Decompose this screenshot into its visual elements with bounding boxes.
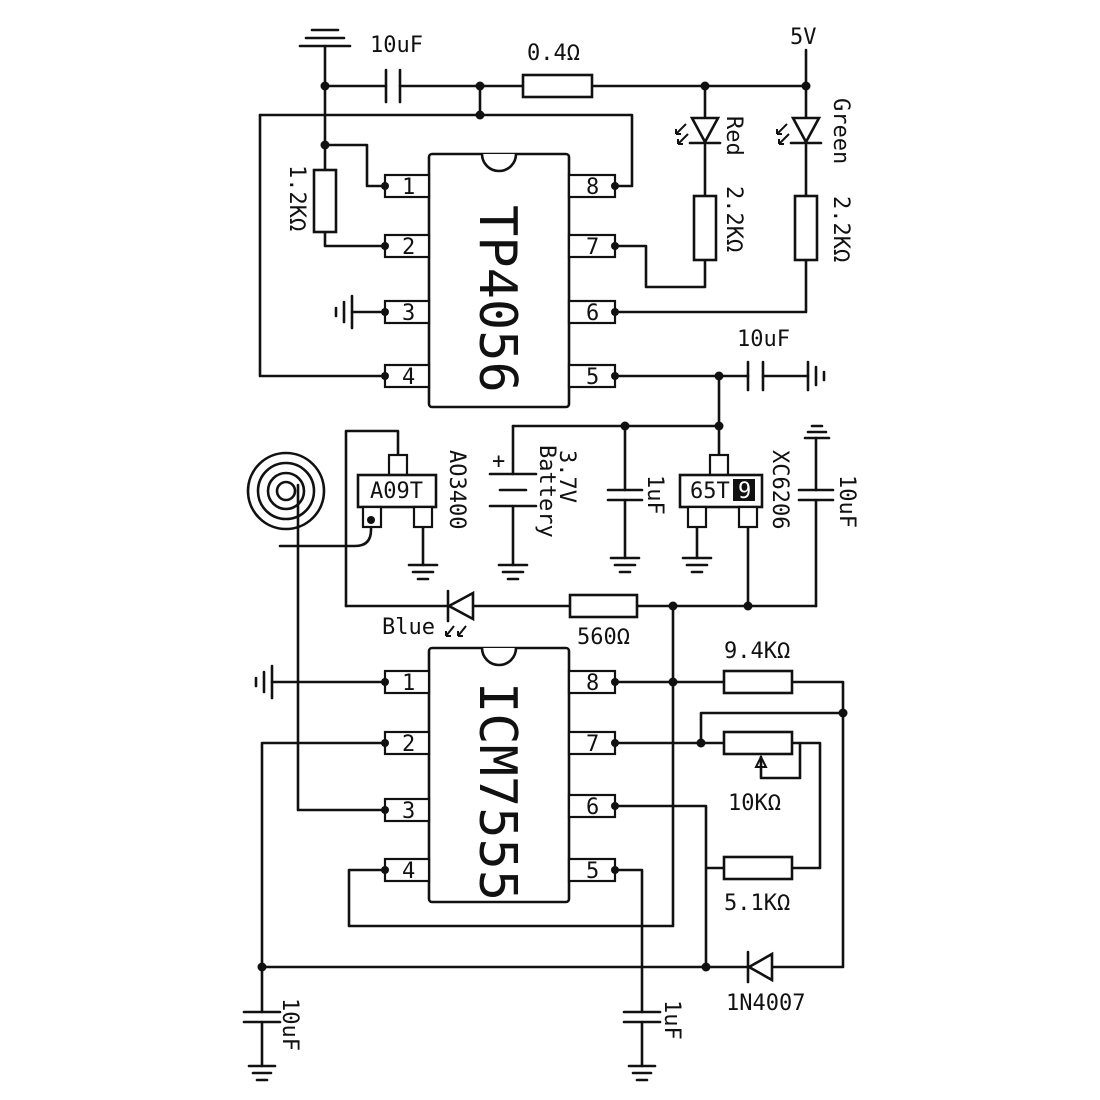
res-5.1k-label: 5.1KΩ — [724, 891, 790, 916]
ldo-xc6206: 65T 9 XC6206 — [678, 450, 792, 529]
resistor-560ohm — [568, 593, 639, 619]
tp4056-wiring — [258, 28, 826, 428]
ldo-marking-inverted: 9 — [738, 479, 751, 504]
led-blue — [445, 589, 475, 637]
junction-dots — [257, 81, 848, 972]
cap-1uf-bottom-label: 1uF — [659, 1000, 684, 1040]
resistor-1.2k — [312, 168, 338, 234]
capacitor-1uf-bottom — [622, 1010, 662, 1024]
capacitor-1uf-middle — [606, 488, 644, 502]
icm7555-pin-6: 6 — [586, 795, 599, 820]
led-red — [675, 116, 722, 145]
resistor-green-2.2k — [793, 194, 819, 262]
capacitor-10uf-bottom — [242, 1010, 282, 1024]
led-blue-label: Blue — [382, 615, 435, 640]
icm7555-chip: 1 2 3 4 8 7 6 5 ICM7555 — [383, 646, 617, 904]
res-9.4k-label: 9.4KΩ — [724, 639, 790, 664]
ground-symbols-middle — [407, 556, 713, 581]
res-560-label: 560Ω — [577, 625, 630, 650]
tp4056-pin-3: 3 — [402, 301, 415, 326]
resistor-red-2.2k — [692, 194, 718, 262]
battery-word: Battery — [534, 445, 559, 538]
ldo-name: XC6206 — [767, 450, 792, 529]
inductor-coil — [246, 451, 326, 531]
ldo-marking: 65T — [690, 479, 730, 504]
tp4056-pin-5: 5 — [586, 365, 599, 390]
led-green — [776, 116, 823, 145]
cap-1uf-middle-label: 1uF — [642, 475, 667, 515]
icm7555-pin-8: 8 — [586, 671, 599, 696]
diode-1n4007 — [746, 950, 774, 984]
resistor-5.1k — [722, 855, 794, 881]
tp4056-label: TP4056 — [467, 205, 527, 393]
tp4056-chip: 1 2 3 4 8 7 6 5 TP4056 — [383, 152, 617, 409]
resistor-9.4k — [722, 669, 794, 695]
icm7555-pin-7: 7 — [586, 732, 599, 757]
icm7555-pin-2: 2 — [402, 732, 415, 757]
tp4056-pin-8: 8 — [586, 175, 599, 200]
cap-10uf-bottom-label: 10uF — [277, 998, 302, 1051]
pot-10k-label: 10KΩ — [728, 791, 781, 816]
middle-wiring — [278, 424, 831, 928]
capacitor-10uf-ldo — [797, 488, 835, 502]
battery-3.7v: + 3.7V Battery — [488, 445, 579, 538]
icm7555-label: ICM7555 — [467, 682, 527, 901]
supply-5v-label: 5V — [790, 25, 817, 50]
cap-10uf-output-label: 10uF — [737, 327, 790, 352]
tp4056-pin-1: 1 — [402, 175, 415, 200]
icm7555-wiring — [247, 664, 845, 1082]
capacitor-10uf-top — [384, 68, 402, 104]
res-1.2k-label: 1.2KΩ — [284, 165, 309, 231]
potentiometer-10k — [722, 730, 794, 756]
cap-10uf-top-label: 10uF — [370, 33, 423, 58]
battery-plus: + — [492, 449, 505, 474]
mosfet-marking: A09T — [370, 479, 423, 504]
tp4056-pin-2: 2 — [402, 235, 415, 260]
icm7555-pin-1: 1 — [402, 671, 415, 696]
tp4056-pin-7: 7 — [586, 235, 599, 260]
led-green-label: Green — [828, 98, 853, 164]
res-red-label: 2.2KΩ — [721, 186, 746, 252]
mosfet-name: AO3400 — [444, 450, 469, 529]
res-green-label: 2.2KΩ — [828, 196, 853, 262]
resistor-0.4ohm — [521, 73, 594, 99]
res-0.4ohm-label: 0.4Ω — [527, 41, 580, 66]
cap-10uf-ldo-label: 10uF — [834, 475, 859, 528]
capacitor-10uf-output — [746, 360, 765, 392]
icm7555-pin-4: 4 — [402, 859, 415, 884]
icm7555-pin-5: 5 — [586, 859, 599, 884]
led-red-label: Red — [721, 116, 746, 156]
tp4056-pin-4: 4 — [402, 365, 415, 390]
mosfet-ao3400: A09T AO3400 — [356, 450, 469, 529]
diode-1n4007-label: 1N4007 — [726, 991, 805, 1016]
battery-voltage: 3.7V — [554, 450, 579, 503]
icm7555-pin-3: 3 — [402, 799, 415, 824]
tp4056-pin-6: 6 — [586, 301, 599, 326]
